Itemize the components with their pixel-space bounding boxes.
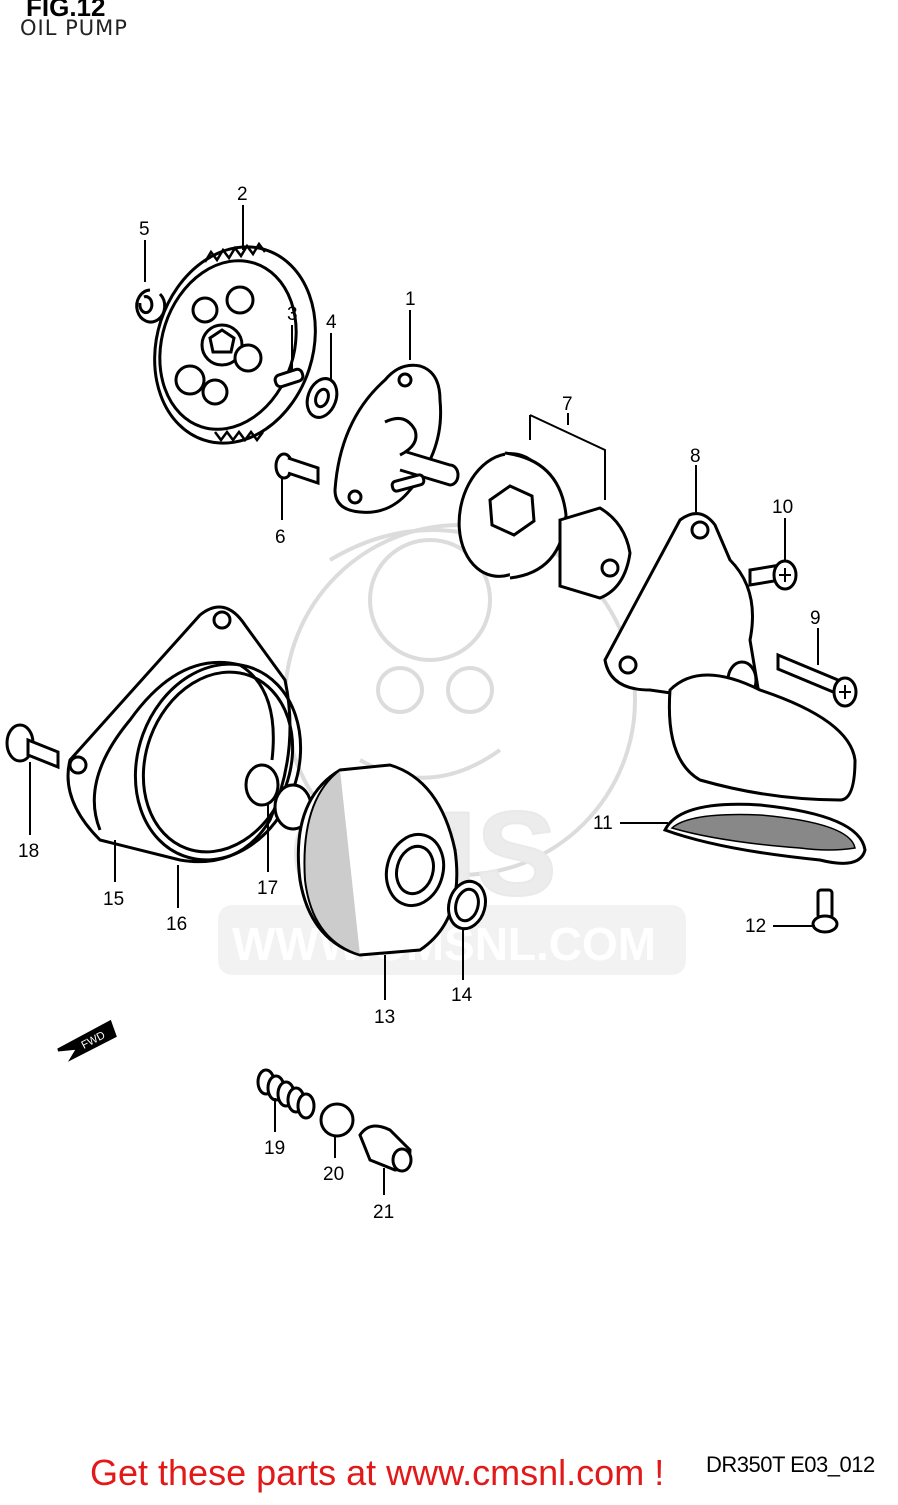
part-number-4: 4 — [326, 312, 337, 333]
part-bolt-9 — [776, 652, 858, 708]
part-pump-cover — [603, 512, 857, 802]
part-number-20: 20 — [323, 1164, 344, 1185]
leader-lines — [29, 205, 819, 1195]
diagram-reference-code: DR350T E03_012 — [706, 1452, 875, 1477]
part-oil-filter — [296, 763, 459, 957]
part-number-labels: 1 2 3 4 5 6 7 8 9 10 11 12 13 14 15 16 1… — [18, 184, 821, 1223]
part-bolt-18 — [5, 723, 60, 770]
part-number-1: 1 — [405, 289, 416, 310]
part-bolt-12 — [811, 888, 839, 934]
part-number-5: 5 — [139, 219, 150, 240]
part-ball — [319, 1102, 355, 1138]
part-pin — [273, 367, 305, 389]
figure-subtitle: OIL PUMP — [20, 16, 128, 40]
part-number-17: 17 — [257, 878, 278, 899]
part-filter-cap — [66, 605, 292, 864]
part-number-9: 9 — [810, 608, 821, 629]
part-gasket-14 — [447, 879, 487, 931]
part-number-7: 7 — [562, 394, 573, 415]
part-number-6: 6 — [275, 527, 286, 548]
part-number-19: 19 — [264, 1138, 285, 1159]
part-driven-gear — [153, 241, 317, 445]
part-number-2: 2 — [237, 184, 248, 205]
figure-title: FIG.12 — [26, 0, 106, 22]
part-screw-10 — [748, 559, 798, 591]
part-rotor-set — [457, 451, 632, 600]
part-number-11: 11 — [593, 813, 613, 834]
cta-link[interactable]: Get these parts at www.cmsnl.com ! — [90, 1452, 665, 1493]
part-number-15: 15 — [103, 889, 124, 910]
part-number-14: 14 — [451, 985, 473, 1006]
part-number-10: 10 — [772, 497, 793, 518]
part-circlip — [135, 288, 167, 324]
part-strainer-screen — [662, 802, 867, 865]
forward-arrow-icon: FWD — [57, 1019, 117, 1062]
part-screw-6 — [274, 452, 320, 486]
part-number-13: 13 — [374, 1007, 395, 1028]
part-number-8: 8 — [690, 446, 701, 467]
part-number-18: 18 — [18, 841, 39, 862]
part-number-16: 16 — [166, 914, 187, 935]
part-washer — [305, 377, 339, 419]
part-number-21: 21 — [373, 1202, 394, 1223]
part-number-12: 12 — [745, 916, 766, 937]
part-oil-pump-body — [333, 363, 460, 514]
part-spring — [256, 1068, 316, 1120]
part-number-3: 3 — [287, 304, 298, 325]
part-plug — [358, 1124, 413, 1173]
